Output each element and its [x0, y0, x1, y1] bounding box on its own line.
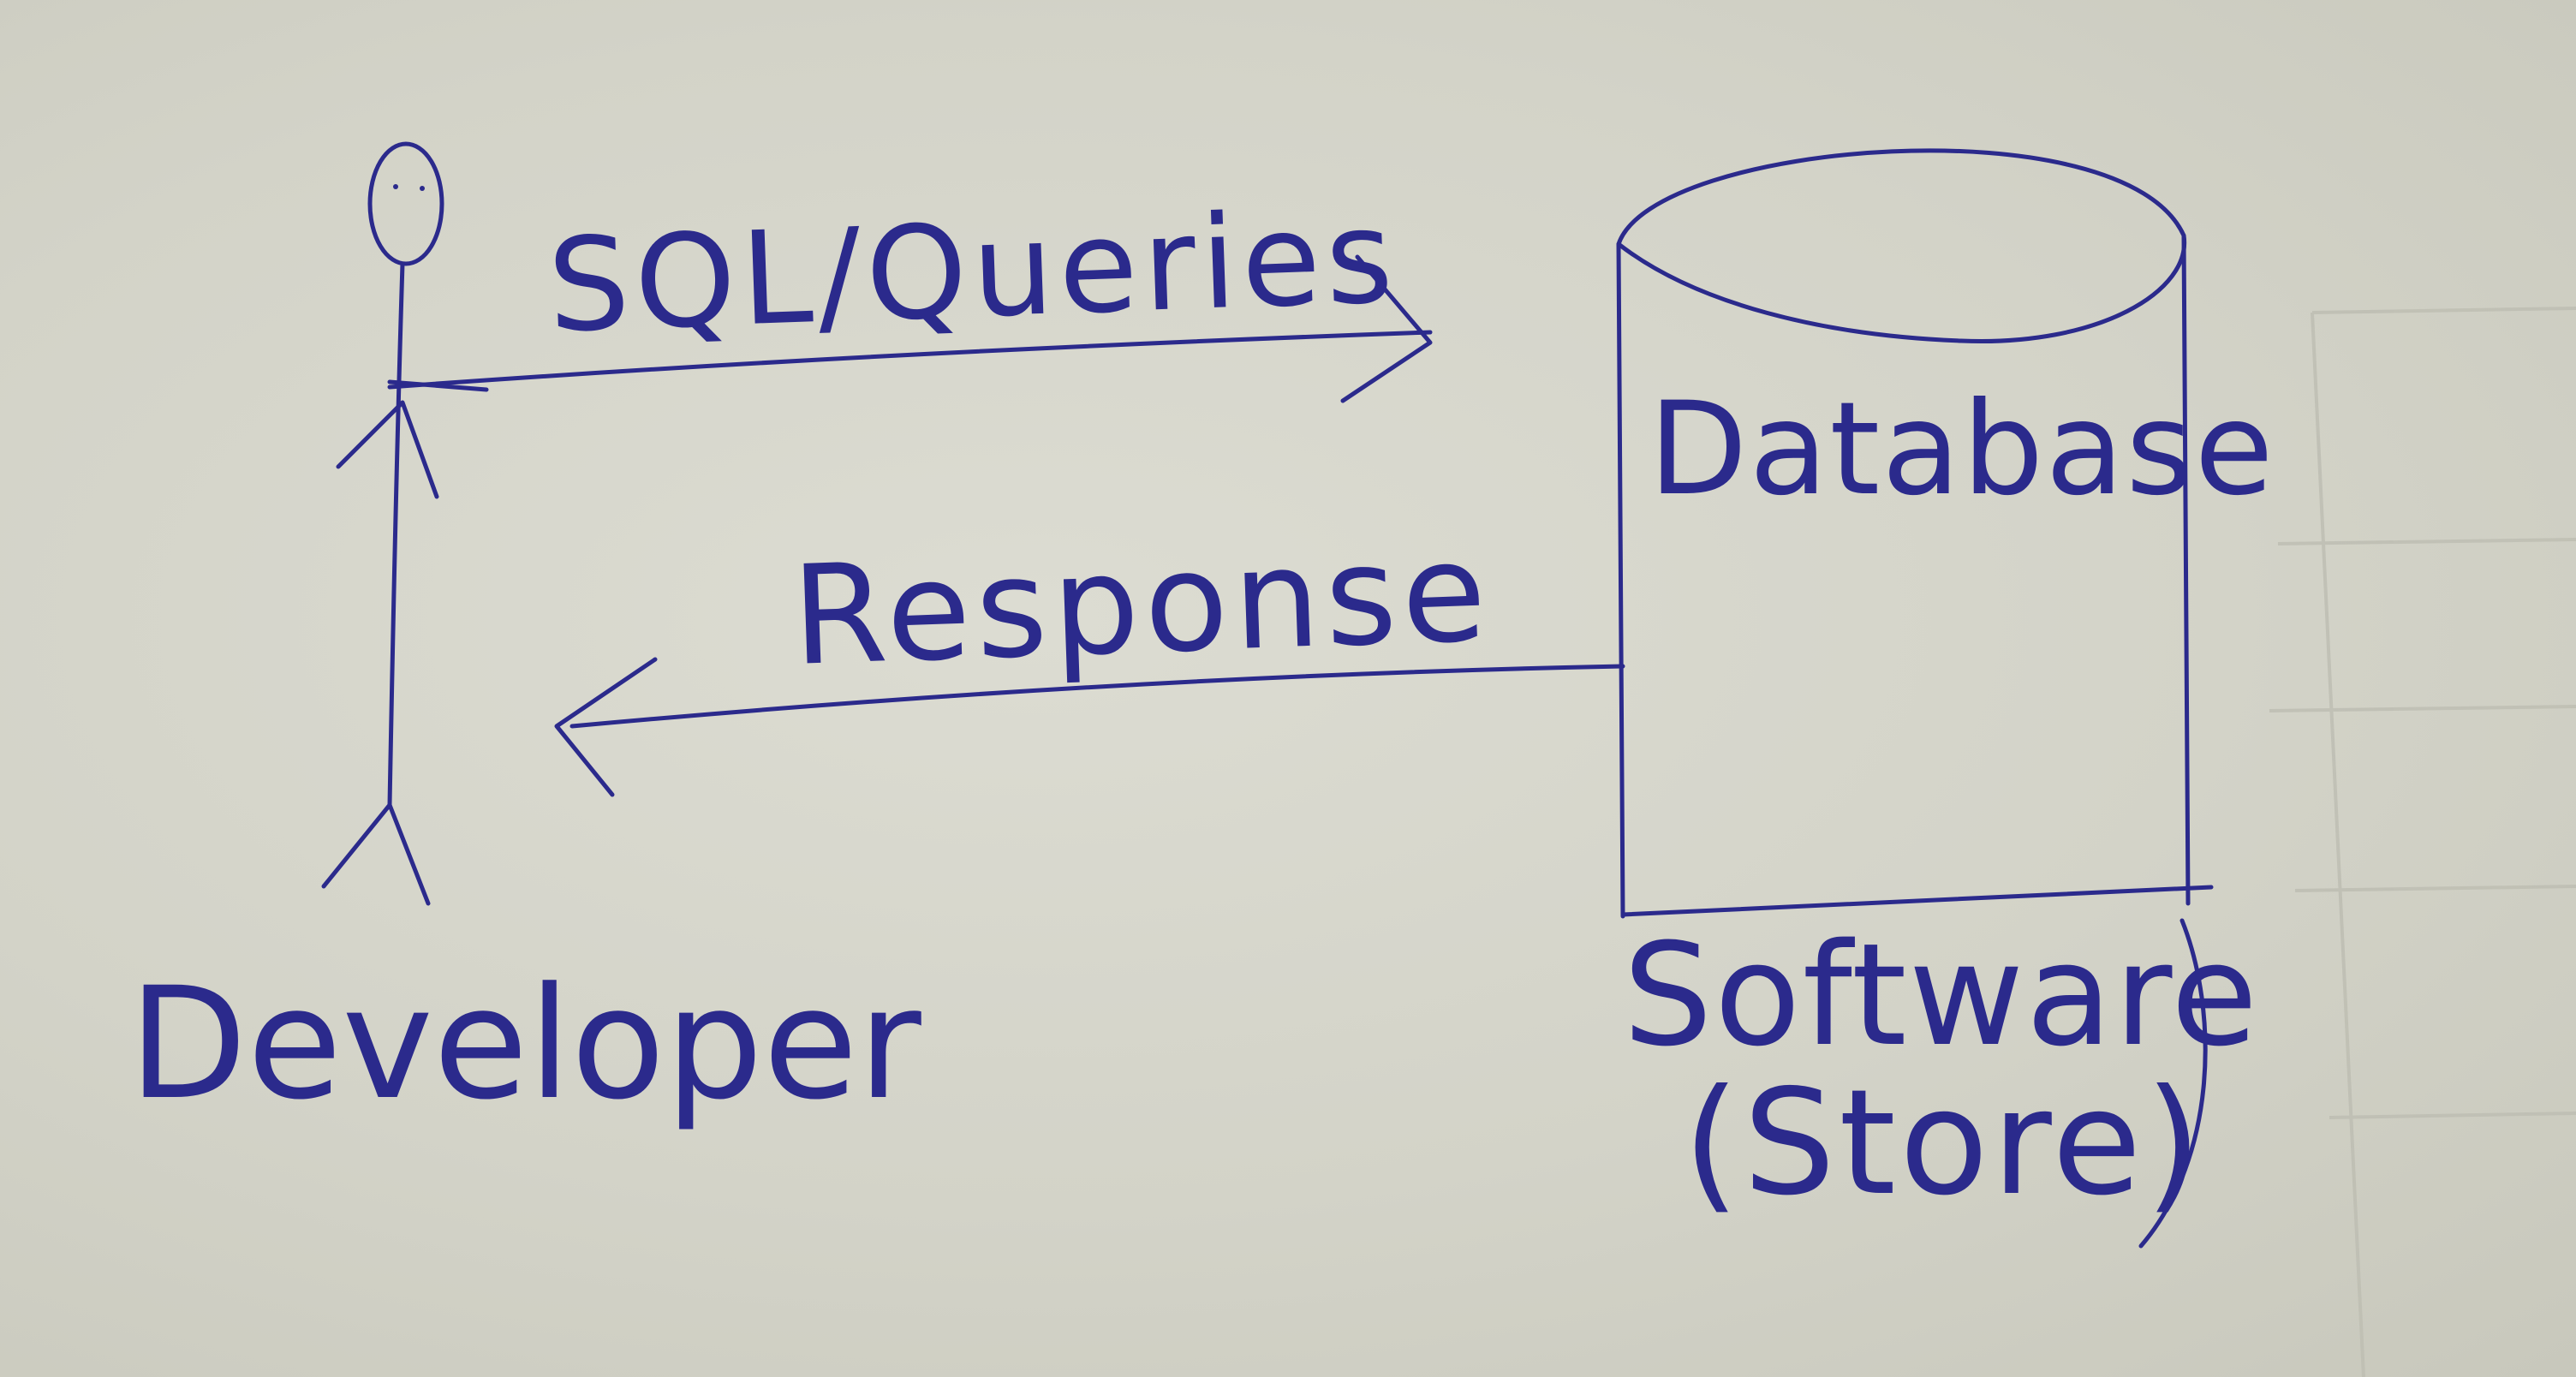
response-edge-label: Response	[789, 511, 1494, 696]
cylinder-top	[1616, 148, 2187, 344]
cylinder-right-side	[2181, 233, 2191, 906]
queries-edge-label: SQL/Queries	[545, 182, 1401, 361]
cylinder-icon	[1616, 148, 2214, 919]
response-arrow	[554, 657, 1625, 797]
store-caption-line1: Software	[1623, 913, 2260, 1077]
actor-body	[387, 261, 405, 808]
actor-arms	[336, 400, 439, 499]
actor-label: Developer	[128, 955, 921, 1134]
caption-bracket	[2138, 918, 2208, 1249]
queries-arrow	[387, 254, 1433, 403]
database-label: Database	[1649, 375, 2275, 524]
cylinder-bottom	[1620, 885, 2214, 917]
actor-head	[367, 141, 444, 266]
actor-eye-left	[393, 184, 398, 189]
cylinder-left-side	[1616, 241, 1625, 919]
actor-legs	[321, 802, 431, 906]
store-caption-line2: (Store)	[1683, 1058, 2205, 1228]
actor-eye-right	[420, 186, 425, 191]
stick-figure-icon	[321, 141, 444, 906]
